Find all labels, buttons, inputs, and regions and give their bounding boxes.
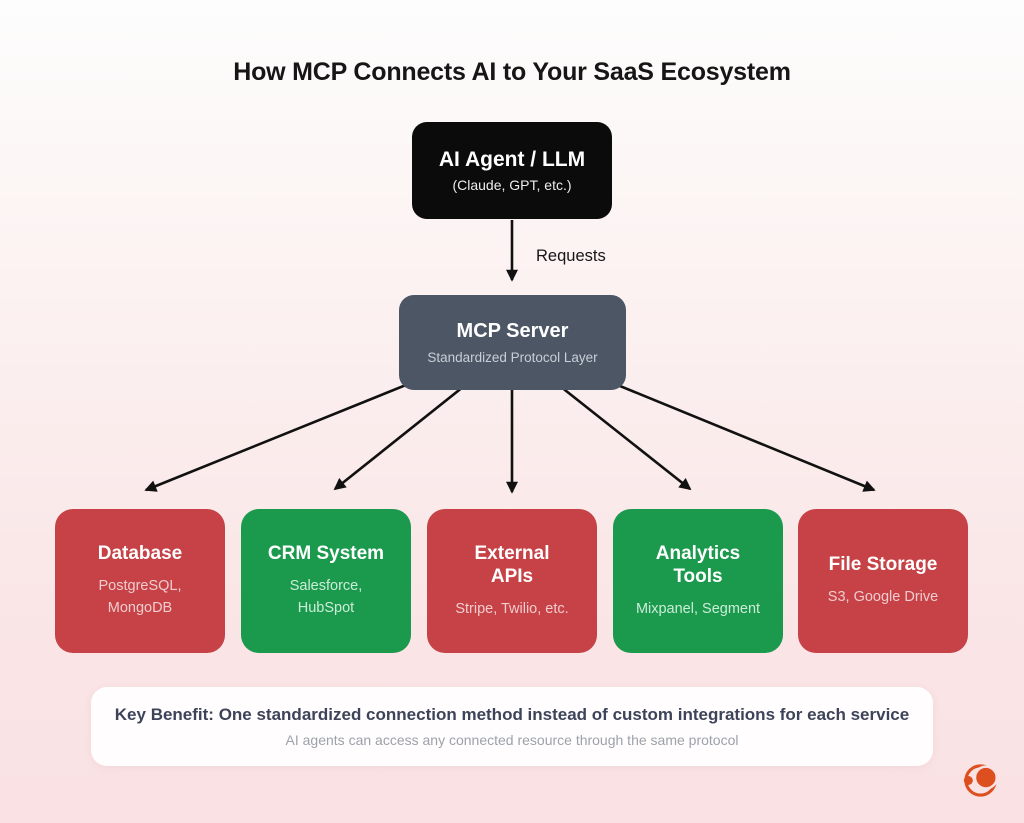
service-card-title: Database bbox=[97, 543, 183, 565]
ai-agent-node: AI Agent / LLM (Claude, GPT, etc.) bbox=[412, 122, 612, 219]
mcp-server-title: MCP Server bbox=[456, 320, 569, 342]
service-card-title: File Storage bbox=[828, 554, 938, 576]
page-title: How MCP Connects AI to Your SaaS Ecosyst… bbox=[233, 58, 791, 86]
service-card-crm: CRM System Salesforce, HubSpot bbox=[241, 509, 411, 653]
service-card-subtitle: PostgreSQL, MongoDB bbox=[98, 578, 182, 616]
requests-arrow-label: Requests bbox=[536, 247, 606, 265]
service-card-database: Database PostgreSQL, MongoDB bbox=[55, 509, 225, 653]
mcp-server-subtitle: Standardized Protocol Layer bbox=[427, 350, 598, 365]
service-card-title: CRM System bbox=[267, 543, 385, 565]
service-card-subtitle: Salesforce, HubSpot bbox=[289, 578, 363, 616]
key-benefit-headline: Key Benefit: One standardized connection… bbox=[114, 705, 910, 724]
service-card-subtitle: S3, Google Drive bbox=[827, 588, 939, 605]
arrow-server-to-analytics bbox=[545, 373, 692, 491]
service-card-title: External APIs bbox=[474, 542, 550, 588]
arrow-server-to-database bbox=[144, 366, 449, 492]
service-card-title: Analytics Tools bbox=[655, 542, 741, 588]
service-card-subtitle: Stripe, Twilio, etc. bbox=[455, 600, 569, 617]
key-benefit-subtext: AI agents can access any connected resou… bbox=[285, 732, 739, 748]
ai-agent-subtitle: (Claude, GPT, etc.) bbox=[452, 177, 572, 193]
service-card-external-apis: External APIs Stripe, Twilio, etc. bbox=[427, 509, 597, 653]
key-benefit-banner: Key Benefit: One standardized connection… bbox=[91, 687, 933, 766]
arrow-server-to-crm bbox=[333, 373, 479, 491]
brand-logo-icon bbox=[963, 764, 999, 797]
service-card-file-storage: File Storage S3, Google Drive bbox=[798, 509, 968, 653]
arrow-server-to-storage bbox=[575, 366, 876, 492]
mcp-server-node: MCP Server Standardized Protocol Layer bbox=[399, 295, 626, 390]
service-card-subtitle: Mixpanel, Segment bbox=[635, 600, 761, 617]
ai-agent-title: AI Agent / LLM bbox=[438, 148, 586, 171]
service-card-analytics: Analytics Tools Mixpanel, Segment bbox=[613, 509, 783, 653]
